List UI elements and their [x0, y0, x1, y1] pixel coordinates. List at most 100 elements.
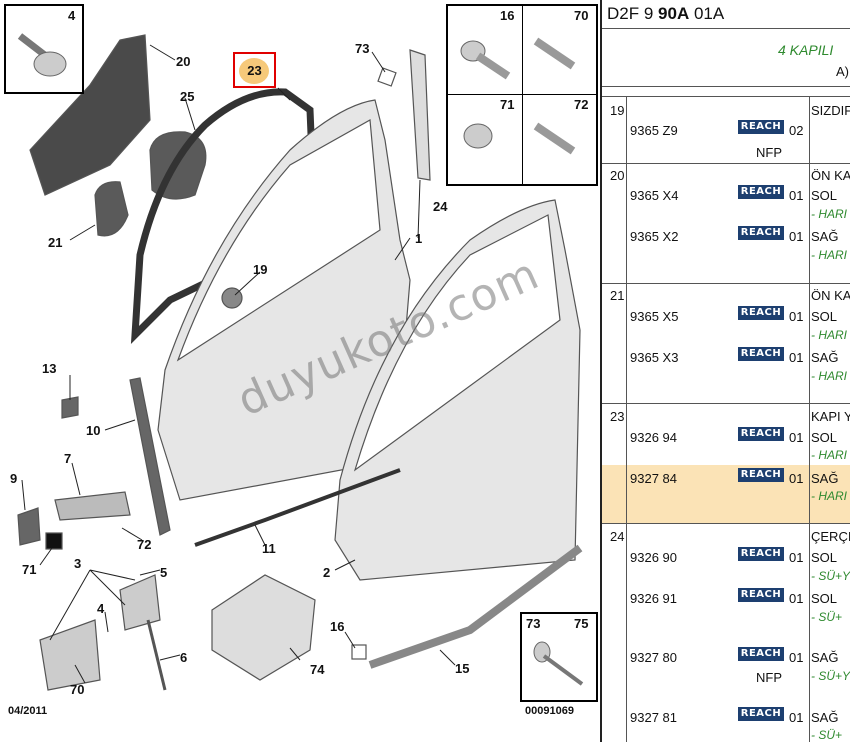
- part-13-clip: [61, 396, 79, 419]
- parts-table: D2F 9 90A 01A 4 KAPILI A) 19 9365 Z9 REA…: [600, 0, 850, 742]
- header-suffix: 01A: [689, 4, 725, 23]
- inset-part-4: 4: [4, 4, 84, 94]
- part-number[interactable]: 9365 X4: [630, 188, 679, 203]
- description: KAPI Y: [811, 409, 850, 424]
- group-number: 19: [610, 103, 625, 118]
- group-number: 23: [610, 409, 625, 424]
- part-number[interactable]: 9326 91: [630, 591, 677, 606]
- callout-16: 16: [330, 619, 345, 634]
- nfp-flag: NFP: [756, 670, 782, 685]
- quantity: 01: [789, 591, 804, 606]
- inset-rivet: 73 75: [520, 612, 598, 702]
- part-3-lower-hinge: [39, 619, 101, 691]
- part-number[interactable]: 9365 X2: [630, 229, 679, 244]
- part-3-upper-hinge: [119, 574, 161, 631]
- inset-label-70: 70: [574, 8, 589, 23]
- callout-10: 10: [86, 423, 101, 438]
- callout-6: 6: [180, 650, 188, 665]
- reach-badge: REACH: [738, 588, 784, 602]
- callout-73: 73: [355, 41, 370, 56]
- callout-72: 72: [137, 537, 152, 552]
- side-label: SAĞ: [811, 350, 839, 365]
- diagram-drawing: [17, 34, 583, 691]
- inset-label-16: 16: [500, 8, 515, 23]
- part-number-selected[interactable]: 9327 84: [630, 471, 677, 486]
- quantity: 01: [789, 471, 804, 486]
- nfp-flag: NFP: [756, 145, 782, 160]
- side-label: SAĞ: [811, 710, 839, 725]
- fastener-icons: [460, 37, 576, 155]
- header-prefix: D2F 9: [607, 4, 659, 23]
- callout-71: 71: [22, 562, 37, 577]
- reach-badge: REACH: [738, 647, 784, 661]
- drawing-number: 00091069: [525, 705, 574, 717]
- reach-badge: REACH: [738, 306, 784, 320]
- part-6-rod: [146, 619, 167, 691]
- callout-74: 74: [310, 662, 325, 677]
- note: - HARI: [811, 328, 847, 342]
- note: - SÜ+: [811, 728, 843, 742]
- quantity: 01: [789, 710, 804, 725]
- callout-25: 25: [180, 89, 195, 104]
- quantity: 01: [789, 650, 804, 665]
- inset-fasteners: 16 70 71 72: [446, 4, 598, 186]
- side-label: SOL: [811, 188, 838, 203]
- catalog-header: D2F 9 90A 01A: [607, 4, 724, 24]
- part-24-pillar-trim: [409, 49, 431, 181]
- quantity: 01: [789, 188, 804, 203]
- note: - HARI: [811, 489, 847, 503]
- part-number[interactable]: 9326 90: [630, 550, 677, 565]
- divider: [602, 96, 850, 97]
- part-11-moulding: [194, 468, 401, 547]
- callout-7: 7: [64, 451, 72, 466]
- door-2-window-opening: [353, 214, 561, 472]
- side-label: SAĞ: [811, 650, 839, 665]
- inset-label-4: 4: [68, 8, 76, 23]
- callout-3: 3: [74, 556, 82, 571]
- side-label: SOL: [811, 430, 838, 445]
- description: ÖN KA: [811, 168, 850, 183]
- part-number[interactable]: 9327 81: [630, 710, 677, 725]
- rivet-icon: [533, 641, 584, 686]
- quantity: 01: [789, 350, 804, 365]
- reach-badge: REACH: [738, 707, 784, 721]
- highlighted-row: [602, 465, 850, 523]
- date-code: 04/2011: [8, 705, 48, 717]
- inset-label-72: 72: [574, 97, 589, 112]
- part-number[interactable]: 9365 Z9: [630, 123, 678, 138]
- part-9-stop: [17, 507, 41, 546]
- part-7-hinge: [54, 491, 131, 521]
- callout-15: 15: [455, 661, 470, 676]
- quantity: 01: [789, 430, 804, 445]
- group-divider: [602, 283, 850, 284]
- quantity: 02: [789, 123, 804, 138]
- part-number[interactable]: 9326 94: [630, 430, 677, 445]
- group-number: 21: [610, 288, 625, 303]
- part-number[interactable]: 9327 80: [630, 650, 677, 665]
- inset-label-73: 73: [526, 616, 541, 631]
- part-21-cover: [94, 181, 129, 237]
- part-number[interactable]: 9365 X3: [630, 350, 679, 365]
- side-label: SOL: [811, 550, 838, 565]
- description: ÖN KA: [811, 288, 850, 303]
- part-73-clip: [377, 67, 397, 87]
- subtitle-2: A): [836, 64, 849, 79]
- callout-24: 24: [433, 199, 448, 214]
- side-label: SOL: [811, 309, 838, 324]
- description: SIZDIF: [811, 103, 850, 118]
- reach-badge: REACH: [738, 547, 784, 561]
- note: - HARI: [811, 448, 847, 462]
- side-label: SOL: [811, 591, 838, 606]
- callout-4-lower: 4: [97, 601, 105, 616]
- reach-badge: REACH: [738, 120, 784, 134]
- bolt-icon: [17, 33, 67, 77]
- callout-23-highlight[interactable]: 23: [233, 52, 276, 88]
- callout-70: 70: [70, 682, 85, 697]
- callout-1: 1: [415, 231, 423, 246]
- reach-badge: REACH: [738, 468, 784, 482]
- note: - SÜ+Y: [811, 569, 850, 583]
- side-label: SAĞ: [811, 471, 839, 486]
- callout-20: 20: [176, 54, 191, 69]
- part-number[interactable]: 9365 X5: [630, 309, 679, 324]
- quantity: 01: [789, 309, 804, 324]
